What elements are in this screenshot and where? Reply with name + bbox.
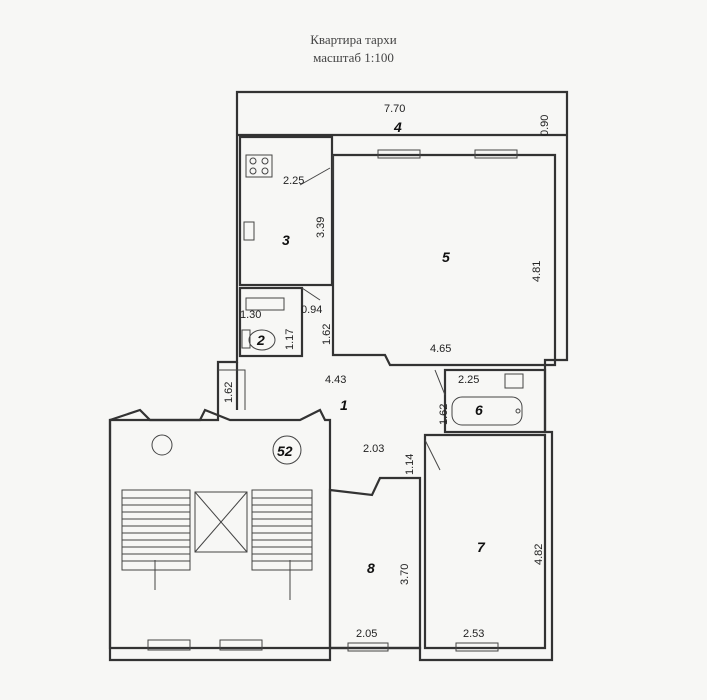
stairs-left-icon [121,489,191,571]
room-label-8: 8 [367,560,375,576]
bathroom-wall [443,368,547,434]
room-7-door-icon [424,439,441,471]
dim-room5-height: 4.81 [531,261,543,282]
dim-corridor-side: 1.14 [404,454,416,475]
washbasin-icon [504,373,524,389]
drain-icon [515,408,521,414]
kitchen-wall [238,135,334,287]
dim-balcony-width: 0.90 [539,115,551,136]
plan-scale: масштаб 1:100 [313,50,394,65]
plan-title: Квартира тархи [310,32,397,47]
dim-room7-width: 2.53 [463,628,484,640]
room-7-wall [423,433,547,650]
burner-icon [249,167,257,175]
elevator-cross-icon [194,491,248,553]
bath-door-icon [434,369,446,396]
sink-icon [243,221,255,241]
dim-room7-height: 4.82 [533,544,545,565]
window-icon [474,149,518,159]
window-icon [219,639,263,651]
dim-wc-door: 0.94 [301,304,322,316]
wc-door-icon [301,287,321,301]
wc-wall [238,286,304,358]
burner-icon [261,157,269,165]
dim-kitchen-top: 2.25 [283,175,304,187]
dim-kitchen-side: 3.39 [315,217,327,238]
room-8-wall [328,476,422,650]
stairwell-wall [108,408,332,650]
stair-steps [122,497,312,562]
kitchen-door-icon [299,167,331,186]
toilet-icon [248,329,276,351]
dim-room5-width: 4.65 [430,343,451,355]
room-label-5: 5 [442,249,450,265]
window-icon [377,149,421,159]
closet-icon [218,369,246,410]
dim-hall-length: 4.43 [325,374,346,386]
dim-hall-side-right: 1.62 [321,324,333,345]
room-label-3: 3 [282,232,290,248]
dim-room8-width: 2.05 [356,628,377,640]
column-icon [151,434,173,456]
window-icon [147,639,191,651]
room-label-2: 2 [256,332,265,348]
elevator-icon [194,491,248,553]
room-label-4: 4 [393,119,402,135]
apartment-number: 52 [277,443,293,459]
dim-hall-side-left: 1.62 [223,382,235,403]
dim-corridor: 2.03 [363,443,384,455]
dim-bath-width: 2.25 [458,374,479,386]
stairs-right-icon [251,489,313,571]
window-icon [455,642,499,652]
burner-icon [249,157,257,165]
bathtub-icon [451,396,523,426]
room-5-wall [331,153,557,367]
window-icon [347,642,389,652]
dim-room8-height: 3.70 [399,564,411,585]
room-label-6: 6 [475,402,483,418]
dim-balcony-length: 7.70 [384,103,405,115]
shelf-icon [245,297,285,311]
room-label-7: 7 [477,539,486,555]
burner-icon [261,167,269,175]
stove-icon [245,154,273,178]
dim-wc-height: 1.17 [284,329,296,350]
dim-bath-side: 1.62 [438,404,450,425]
dim-wc-width: 1.30 [240,309,261,321]
tank-icon [241,329,251,349]
apartment-number-circle [272,435,302,465]
room-label-1: 1 [340,397,348,413]
